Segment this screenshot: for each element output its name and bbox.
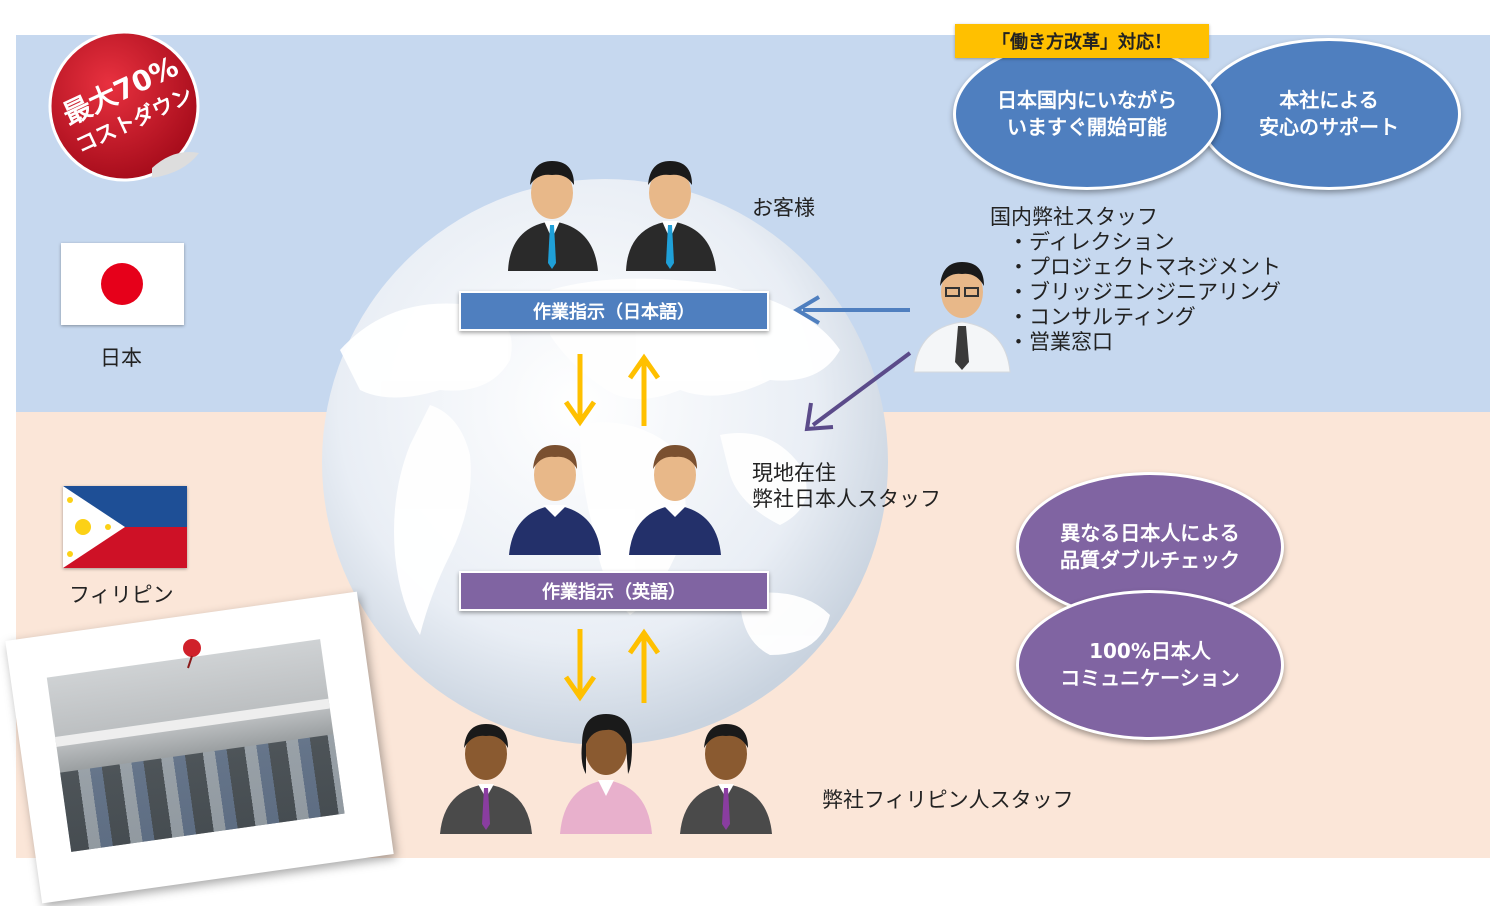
local-staff-label: 現地在住 弊社日本人スタッフ (752, 460, 941, 512)
bubble-double-check-line2: 品質ダブルチェック (1060, 548, 1240, 572)
bubble-start-immediately: 日本国内にいながら いますぐ開始可能 (953, 38, 1221, 190)
customer-label: お客様 (752, 196, 815, 220)
filipino-staff-label: 弊社フィリピン人スタッフ (822, 788, 1074, 812)
filipino-staff-person-icon (560, 714, 652, 834)
bubble-start-line2: いますぐ開始可能 (1007, 115, 1167, 139)
local-staff-label-line1: 現地在住 (752, 461, 836, 485)
bubble-support-line1: 本社による (1279, 88, 1379, 112)
arrow-staff-to-japanese-instruction (793, 295, 910, 325)
work-style-reform-tag: 「働き方改革」対応！ (955, 24, 1209, 58)
bubble-start-line1: 日本国内にいながら (997, 88, 1177, 112)
bubble-japanese-communication: 100%日本人 コミュニケーション (1016, 590, 1284, 740)
bubble-communication-line2: コミュニケーション (1060, 666, 1240, 690)
japan-flag-sun (101, 263, 143, 305)
domestic-staff-role-list: ・ディレクション ・プロジェクトマネジメント ・ブリッジエンジニアリング ・コン… (990, 230, 1281, 355)
bubble-support: 本社による 安心のサポート (1197, 38, 1461, 190)
local-staff-person-icon (509, 445, 601, 555)
philippines-label: フィリピン (69, 583, 174, 607)
local-staff-label-line2: 弊社日本人スタッフ (752, 487, 941, 511)
cost-down-badge: 最大70% コストダウン (48, 30, 200, 182)
arrow-staff-to-local-staff (804, 351, 912, 432)
bubble-support-line2: 安心のサポート (1259, 115, 1399, 139)
japan-label: 日本 (100, 346, 142, 370)
domestic-staff-role: ・コンサルティング (1008, 305, 1196, 329)
domestic-staff-role: ・営業窓口 (1008, 330, 1113, 354)
customer-icons (508, 161, 716, 271)
domestic-staff-block: 国内弊社スタッフ ・ディレクション ・プロジェクトマネジメント ・ブリッジエンジ… (990, 205, 1281, 355)
bubble-communication-line1: 100%日本人 (1089, 639, 1211, 663)
domestic-staff-role: ・ブリッジエンジニアリング (1008, 280, 1281, 304)
customer-person-icon (508, 161, 598, 271)
filipino-staff-icons (440, 714, 772, 834)
instruction-english-box: 作業指示（英語） (459, 571, 769, 611)
yellow-arrows-upper (563, 353, 661, 427)
local-japanese-staff-icons (509, 445, 721, 555)
bubble-double-check: 異なる日本人による 品質ダブルチェック (1016, 472, 1284, 622)
bubble-double-check-line1: 異なる日本人による (1060, 521, 1240, 545)
filipino-staff-person-icon (440, 724, 532, 834)
domestic-staff-role: ・ディレクション (1008, 230, 1175, 254)
philippines-flag (63, 486, 187, 568)
customer-person-icon (626, 161, 716, 271)
japan-flag (61, 243, 184, 325)
domestic-staff-role: ・プロジェクトマネジメント (1008, 255, 1281, 279)
domestic-staff-icon (913, 262, 1011, 373)
yellow-arrows-lower (563, 628, 661, 703)
local-staff-person-icon (629, 445, 721, 555)
push-pin-icon (183, 639, 201, 669)
filipino-staff-person-icon (680, 724, 772, 834)
instruction-japanese-box: 作業指示（日本語） (459, 291, 769, 331)
domestic-staff-title: 国内弊社スタッフ (990, 205, 1158, 229)
